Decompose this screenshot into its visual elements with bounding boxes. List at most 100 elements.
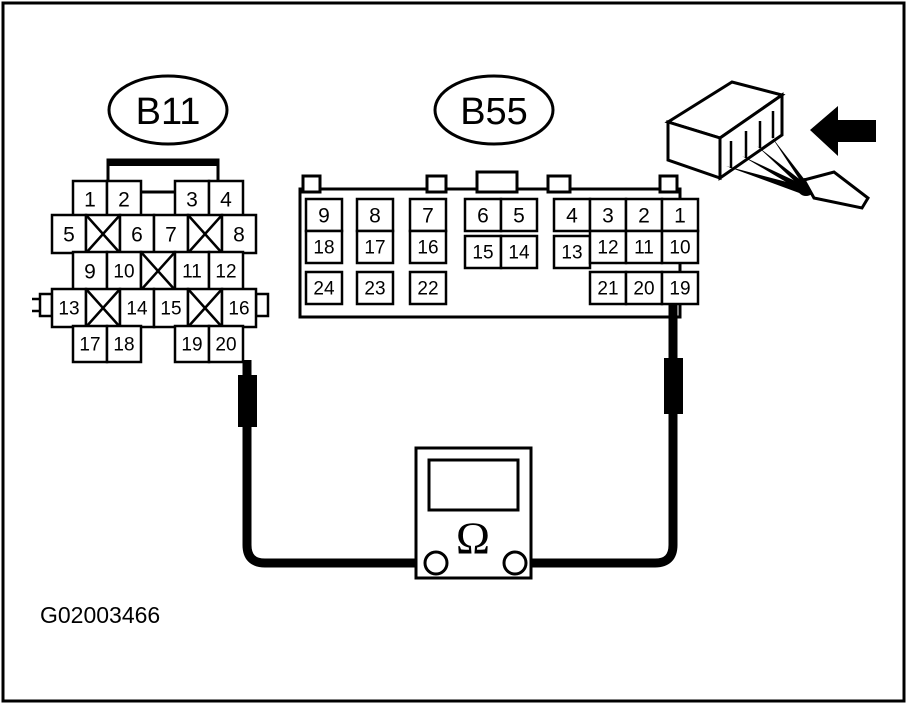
b11-row-4: 13 14 15 16 xyxy=(32,287,270,329)
b55-cell-12-label: 12 xyxy=(597,238,618,259)
b55-cell-6-label: 6 xyxy=(477,205,489,228)
b55-cell-5-label: 5 xyxy=(513,205,525,228)
meter-right-terminal[interactable] xyxy=(502,550,528,576)
b55-cell-21-label: 21 xyxy=(597,279,618,300)
b55-cell-10-label: 10 xyxy=(669,238,690,259)
b55-cell-21[interactable] xyxy=(588,270,628,306)
connector-b11[interactable]: 1 2 3 4 5 6 7 8 9 xyxy=(32,158,270,364)
b55-cell-14-label: 14 xyxy=(508,243,530,264)
harness-wire-1 xyxy=(726,166,806,194)
ohmmeter[interactable]: Ω xyxy=(414,446,533,580)
b55-cell-24[interactable] xyxy=(304,270,344,306)
b55-cell-23[interactable] xyxy=(355,270,395,306)
b11-cell-6[interactable] xyxy=(118,213,156,255)
b55-cell-17[interactable] xyxy=(355,229,395,265)
connector-label-b11-text: B11 xyxy=(136,91,201,133)
b11-cell-15[interactable] xyxy=(152,287,190,329)
b11-cell-2[interactable] xyxy=(105,179,143,219)
b55-cell-20-label: 20 xyxy=(633,279,654,300)
b55-cell-14[interactable] xyxy=(499,234,539,270)
harness-wire-4 xyxy=(771,136,808,188)
connector-label-b55-text: B55 xyxy=(460,91,528,133)
b11-side-tab-left-ribs xyxy=(32,297,40,313)
b11-cell-10-label: 10 xyxy=(113,262,134,283)
b55-tab-5 xyxy=(658,174,679,194)
b11-blocked-x-r2a xyxy=(85,214,121,254)
b55-cell-19[interactable] xyxy=(660,270,700,306)
b55-cell-16[interactable] xyxy=(408,229,448,265)
b55-cell-8[interactable] xyxy=(355,197,395,233)
b11-row-5: 17 18 19 20 xyxy=(71,324,245,364)
b55-cell-11[interactable] xyxy=(624,229,664,265)
right-probe-body xyxy=(664,358,683,414)
b11-cell-20[interactable] xyxy=(207,324,245,364)
b11-blocked-x-r4a xyxy=(85,288,121,328)
b55-cell-18-label: 18 xyxy=(313,238,334,259)
connector-label-b11: B11 xyxy=(107,74,229,146)
b55-cell-3-label: 3 xyxy=(602,205,614,228)
b11-cell-8-label: 8 xyxy=(233,224,245,247)
b55-cell-22-label: 22 xyxy=(417,279,438,300)
b55-col-3: 7 16 22 xyxy=(408,197,448,306)
direction-arrow-icon xyxy=(810,106,876,156)
right-test-lead xyxy=(521,305,678,568)
b55-cell-9-label: 9 xyxy=(318,205,330,228)
b55-cell-5[interactable] xyxy=(499,197,539,233)
b55-cell-23-label: 23 xyxy=(364,279,385,300)
meter-ohm-symbol: Ω xyxy=(456,513,490,564)
left-test-lead xyxy=(242,360,430,568)
b55-cell-18[interactable] xyxy=(304,229,344,265)
b11-cell-12-label: 12 xyxy=(215,262,236,283)
b55-cell-7[interactable] xyxy=(408,197,448,233)
b11-cell-7[interactable] xyxy=(152,213,190,255)
b55-cell-10[interactable] xyxy=(660,229,700,265)
b55-cell-16-label: 16 xyxy=(417,238,438,259)
b55-cell-11-label: 11 xyxy=(634,238,654,259)
b11-cell-3-label: 3 xyxy=(186,189,198,212)
b11-cell-14[interactable] xyxy=(118,287,156,329)
b11-side-tab-right xyxy=(254,292,270,318)
b55-col-4: 6 15 xyxy=(463,197,503,270)
b55-col-7: 3 12 21 xyxy=(588,197,628,306)
b11-row-2: 5 6 7 8 xyxy=(50,213,258,255)
harness-cavity-slots xyxy=(729,111,775,168)
b11-cell-4-label: 4 xyxy=(220,189,232,212)
b55-cell-15[interactable] xyxy=(463,234,503,270)
b11-row-3: 9 10 11 12 xyxy=(71,250,245,292)
harness-wire-2 xyxy=(742,156,806,192)
b11-cell-16[interactable] xyxy=(220,287,258,329)
b55-cell-7-label: 7 xyxy=(422,205,434,228)
b55-cell-24-label: 24 xyxy=(313,279,335,300)
b55-cell-1-label: 1 xyxy=(674,205,686,228)
b11-cell-11[interactable] xyxy=(173,250,211,292)
b55-tab-4 xyxy=(546,174,572,194)
b11-cell-15-label: 15 xyxy=(160,299,181,320)
meter-left-terminal[interactable] xyxy=(423,550,449,576)
b11-cell-16-label: 16 xyxy=(228,299,249,320)
harness-wire-3 xyxy=(757,146,807,190)
connector-label-b55: B55 xyxy=(433,74,555,146)
b11-blocked-x-r2b xyxy=(187,214,223,254)
b55-cell-19-label: 19 xyxy=(669,279,690,300)
b11-cell-18[interactable] xyxy=(105,324,143,364)
b11-cell-1-label: 1 xyxy=(84,189,96,212)
b55-col-1: 9 18 24 xyxy=(304,197,344,306)
b11-cell-10[interactable] xyxy=(105,250,143,292)
b11-blocked-x-r3 xyxy=(140,251,176,291)
b11-cell-20-label: 20 xyxy=(215,335,236,356)
b11-cell-18-label: 18 xyxy=(113,335,134,356)
connector-b55[interactable]: 9 18 24 8 17 23 7 16 22 6 xyxy=(298,170,700,319)
figure-caption: G02003466 xyxy=(40,602,160,628)
b11-cell-17-label: 17 xyxy=(79,335,100,356)
b11-cell-6-label: 6 xyxy=(131,224,143,247)
b55-cell-15-label: 15 xyxy=(472,243,493,264)
b55-cell-13-label: 13 xyxy=(561,243,582,264)
b11-cell-5[interactable] xyxy=(50,213,88,255)
b55-cell-22[interactable] xyxy=(408,270,448,306)
b55-cell-20[interactable] xyxy=(624,270,664,306)
b55-cell-4-label: 4 xyxy=(566,205,578,228)
b11-side-tab-left xyxy=(38,292,54,318)
b11-cell-4[interactable] xyxy=(207,179,245,219)
b11-cell-14-label: 14 xyxy=(126,299,148,320)
